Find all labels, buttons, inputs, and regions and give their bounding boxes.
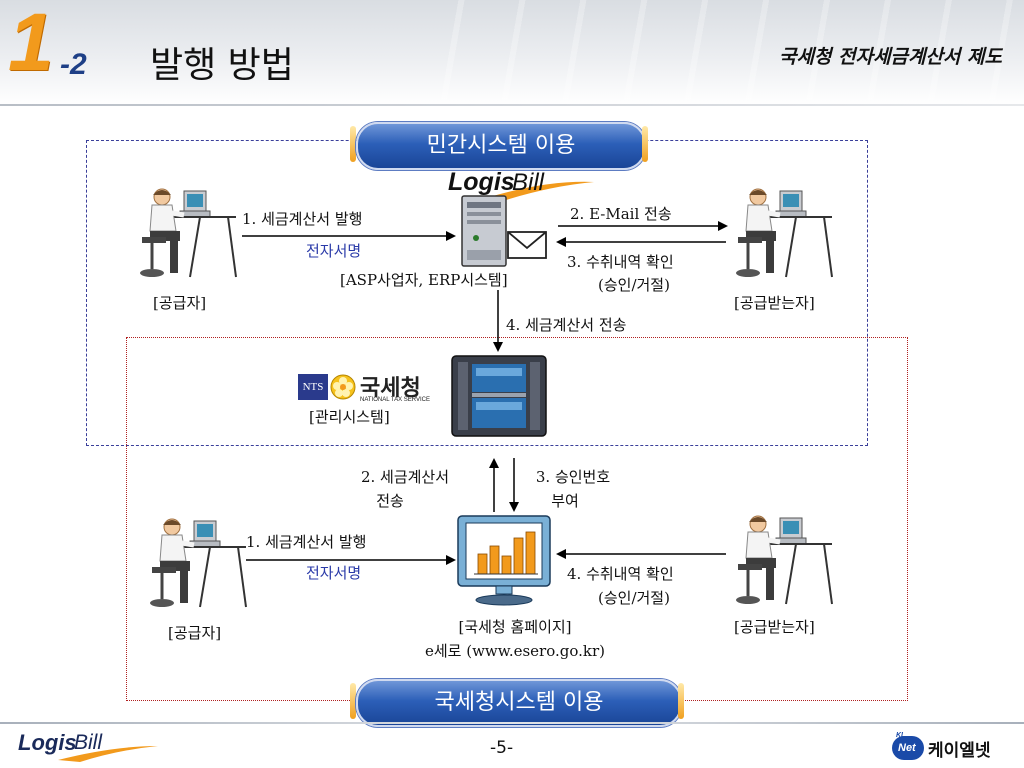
nts-step3-sub: 부여 xyxy=(551,492,579,510)
logo-swoosh-icon xyxy=(486,181,594,200)
private-step2-label: 2. E-Mail 전송 xyxy=(570,205,672,223)
private-issue-arrow xyxy=(242,231,456,241)
logo-text-light: Bill xyxy=(512,169,545,196)
nts-step1-sign: 전자서명 xyxy=(306,564,362,582)
nts-step2-sub: 전송 xyxy=(376,492,404,510)
private-step3-label: 3. 수취내역 확인 xyxy=(567,253,674,271)
page-title: 발행 방법 xyxy=(150,45,294,86)
nts-banner-cap-right xyxy=(678,683,684,719)
header-bar xyxy=(0,0,1024,105)
supplier-person-icon xyxy=(140,185,240,285)
private-system-banner: 민간시스템 이용 xyxy=(356,122,646,170)
private-transfer-arrow xyxy=(493,290,503,352)
nts-step1-label: 1. 세금계산서 발행 xyxy=(246,533,367,551)
nts-step2-label: 2. 세금계산서 xyxy=(360,468,450,486)
header-divider xyxy=(0,104,1024,106)
private-email-arrow xyxy=(558,221,728,231)
asp-server-icon xyxy=(458,194,554,268)
klnet-badge-icon: KL Net xyxy=(892,732,924,762)
partner-name: 케이엘넷 xyxy=(928,741,991,761)
nts-logo-abbr: NTS xyxy=(298,374,328,400)
footer-logo-bold: Logis xyxy=(18,730,77,755)
private-step3-sub: (승인/거절) xyxy=(598,276,670,294)
page-number: -5- xyxy=(490,738,514,758)
receiver-person-icon xyxy=(736,185,836,285)
private-step1-sign: 전자서명 xyxy=(306,242,362,260)
nts-logo: NTS 국세청 NATIONAL TAX SERVICE xyxy=(298,372,438,406)
banner-cap-right xyxy=(642,126,648,162)
private-step1-label: 1. 세금계산서 발행 xyxy=(242,210,363,228)
private-confirm-arrow xyxy=(556,237,726,247)
private-step4-label: 4. 세금계산서 전송 xyxy=(506,316,627,334)
nts-upload-arrow xyxy=(489,458,499,512)
private-receiver-label: [공급받는자] xyxy=(734,294,815,312)
nts-system-banner: 국세청시스템 이용 xyxy=(356,679,682,727)
nts-banner-cap-left xyxy=(350,683,356,719)
logisbill-logo: Logis Bill xyxy=(446,168,596,202)
nts-emblem-icon xyxy=(330,374,356,400)
nts-supplier-person-icon xyxy=(150,515,250,615)
homepage-url: e세로 (www.esero.go.kr) xyxy=(424,642,605,660)
banner-cap-left xyxy=(350,126,356,162)
logo-text-bold: Logis xyxy=(448,168,515,196)
footer-logo-light: Bill xyxy=(74,731,103,754)
nts-step3-label: 3. 승인번호 xyxy=(535,468,611,486)
chapter-number: 1 xyxy=(8,0,54,88)
nts-receiver-person-icon xyxy=(736,512,836,612)
nts-logo-korean: 국세청 xyxy=(360,376,421,401)
document-title: 국세청 전자세금계산서 제도 xyxy=(779,46,1002,68)
esero-monitor-icon xyxy=(456,514,552,606)
management-system-label: [관리시스템] xyxy=(309,408,390,426)
nts-issue-arrow xyxy=(246,555,456,565)
nts-step4-label: 4. 수취내역 확인 xyxy=(567,565,674,583)
nts-step4-sub: (승인/거절) xyxy=(598,589,670,607)
private-supplier-label: [공급자] xyxy=(153,294,207,312)
klnet-badge-top: KL xyxy=(896,732,906,739)
footer-swoosh-icon xyxy=(58,746,158,762)
nts-confirm-arrow xyxy=(556,549,726,559)
footer-divider xyxy=(0,722,1024,724)
header-decoration xyxy=(430,0,1024,100)
asp-server-label: [ASP사업자, ERP시스템] xyxy=(340,271,508,289)
management-server-icon xyxy=(450,354,548,438)
chapter-subnumber: -2 xyxy=(60,48,87,81)
nts-logo-english: NATIONAL TAX SERVICE xyxy=(360,397,431,403)
klnet-badge-text: Net xyxy=(898,742,916,754)
homepage-label: [국세청 홈페이지] xyxy=(458,618,572,636)
nts-receiver-label: [공급받는자] xyxy=(734,618,815,636)
nts-approval-arrow xyxy=(509,458,519,512)
nts-supplier-label: [공급자] xyxy=(168,624,222,642)
footer-logisbill-logo: Logis Bill xyxy=(18,728,158,764)
